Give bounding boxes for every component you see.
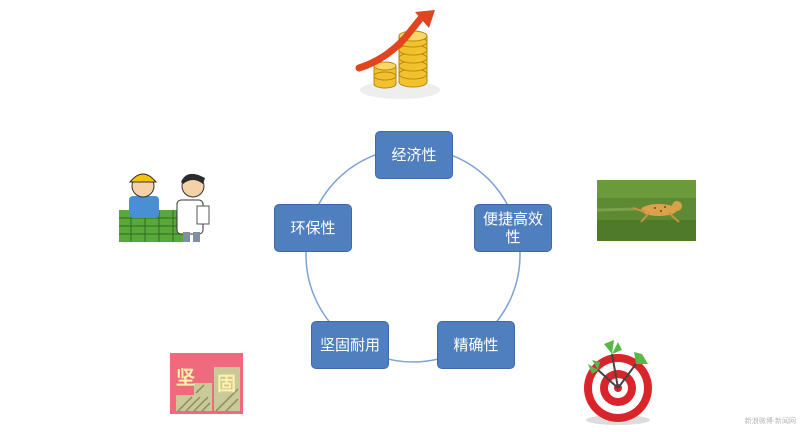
node-eco: 环保性 bbox=[274, 204, 352, 252]
workers-cartoon-icon bbox=[119, 173, 210, 242]
node-efficient: 便捷高效性 bbox=[474, 204, 552, 252]
watermark: 新浪微博·新闻网 bbox=[744, 417, 796, 425]
target-darts-icon bbox=[584, 340, 652, 425]
jian-char: 坚 bbox=[176, 367, 196, 389]
node-accurate: 精确性 bbox=[437, 321, 515, 369]
coins-rising-arrow-icon bbox=[355, 10, 440, 99]
gu-char: 固 bbox=[217, 373, 237, 395]
node-durable: 坚固耐用 bbox=[311, 321, 389, 369]
node-economy: 经济性 bbox=[375, 131, 453, 179]
jian-gu-stamp-icon: 坚 固 bbox=[170, 353, 243, 414]
running-cheetah-photo bbox=[597, 180, 696, 241]
